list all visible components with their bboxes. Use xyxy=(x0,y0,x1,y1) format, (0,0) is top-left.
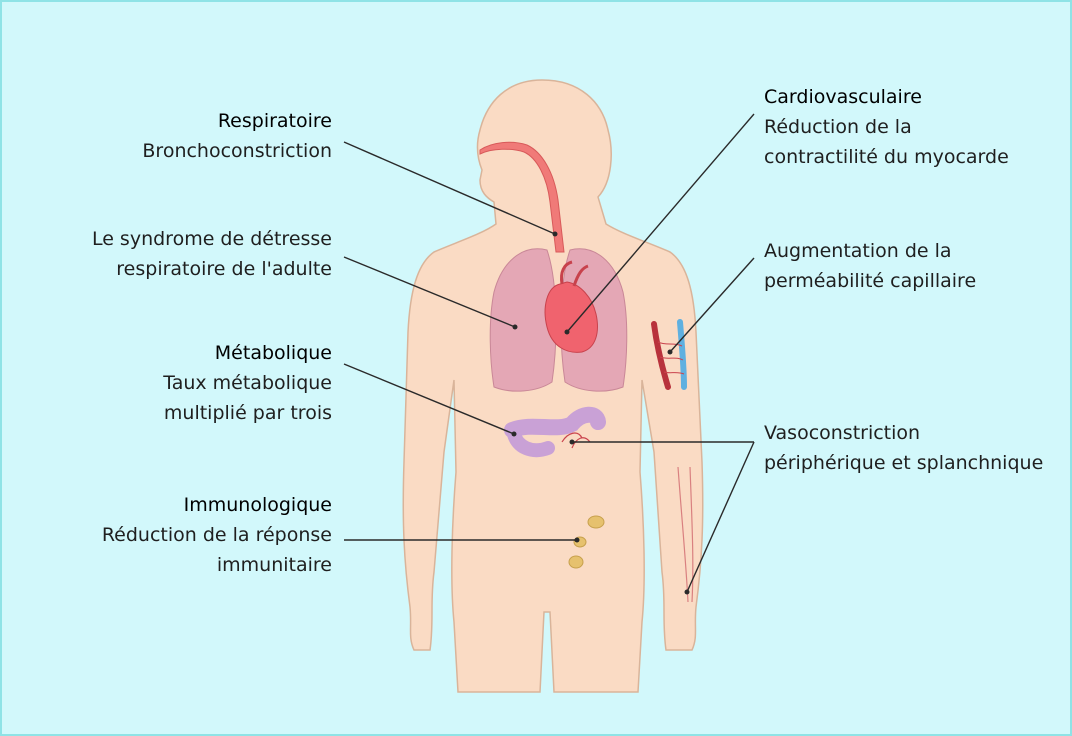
label-immunologique-line2: immunitaire xyxy=(102,550,332,580)
lymph-node-3 xyxy=(569,556,583,568)
label-permeabilite-line1: Augmentation de la xyxy=(764,236,976,266)
label-permeabilite: Augmentation de la perméabilité capillai… xyxy=(764,236,976,296)
label-permeabilite-line2: perméabilité capillaire xyxy=(764,266,976,296)
label-cardiovasculaire-title: Cardiovasculaire xyxy=(764,82,1009,112)
label-immunologique-line1: Réduction de la réponse xyxy=(102,520,332,550)
label-sdra-line2: respiratoire de l'adulte xyxy=(92,254,332,284)
label-vasoconstriction-line2: périphérique et splanchnique xyxy=(764,448,1043,478)
label-metabolique-title: Métabolique xyxy=(163,338,332,368)
label-cardiovasculaire-line1: Réduction de la xyxy=(764,112,1009,142)
label-sdra-line1: Le syndrome de détresse xyxy=(92,224,332,254)
label-respiratoire-title: Respiratoire xyxy=(142,106,332,136)
label-immunologique: Immunologique Réduction de la réponse im… xyxy=(102,490,332,580)
label-cardiovasculaire: Cardiovasculaire Réduction de la contrac… xyxy=(764,82,1009,172)
label-metabolique: Métabolique Taux métabolique multiplié p… xyxy=(163,338,332,428)
label-vasoconstriction: Vasoconstriction périphérique et splanch… xyxy=(764,418,1043,478)
label-respiratoire: Respiratoire Bronchoconstriction xyxy=(142,106,332,166)
lymph-node-1 xyxy=(588,516,604,528)
label-respiratoire-line1: Bronchoconstriction xyxy=(142,136,332,166)
label-metabolique-line2: multiplié par trois xyxy=(163,398,332,428)
body-silhouette xyxy=(403,80,703,692)
label-immunologique-title: Immunologique xyxy=(102,490,332,520)
label-sdra: Le syndrome de détresse respiratoire de … xyxy=(92,224,332,284)
label-metabolique-line1: Taux métabolique xyxy=(163,368,332,398)
label-vasoconstriction-line1: Vasoconstriction xyxy=(764,418,1043,448)
label-cardiovasculaire-line2: contractilité du myocarde xyxy=(764,142,1009,172)
